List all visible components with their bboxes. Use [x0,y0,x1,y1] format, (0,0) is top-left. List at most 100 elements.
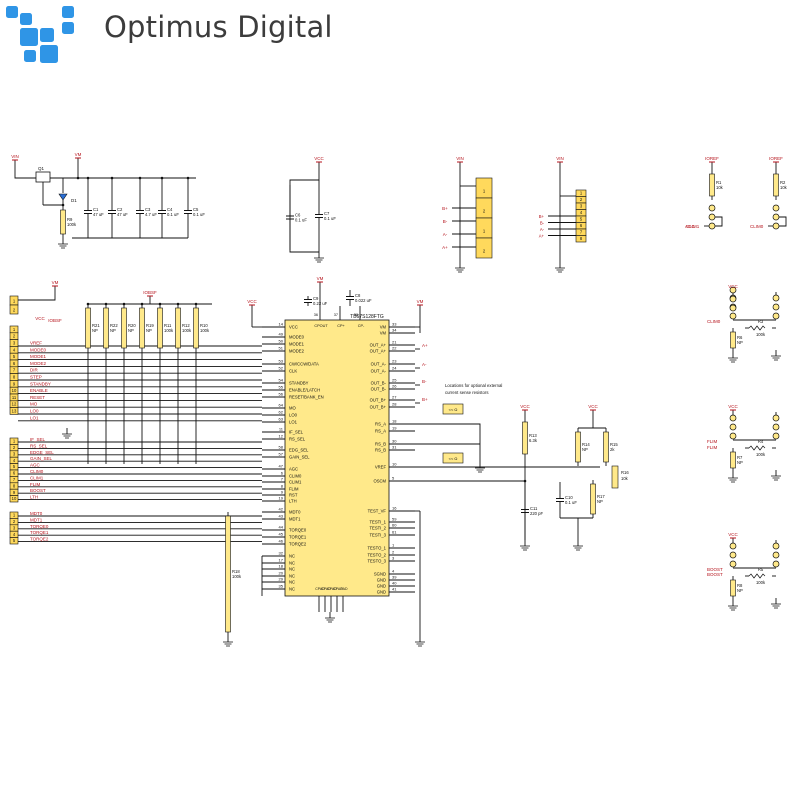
capacitor-value: 0.1 uF [193,212,205,217]
ic-pin-name: OUT_B- [371,387,387,392]
power-label: VCC [728,284,738,289]
ic-pin-name: RS_A [375,429,386,434]
ic-pin-number: 34 [392,328,397,333]
ic-pin-name: TORQE1 [289,535,307,540]
ic-pin-number: 23 [392,359,397,364]
resistor-value: 100k [200,328,210,333]
ground-symbol [520,545,530,551]
power-label: VCC [35,316,45,321]
control-net-label: STEP [30,375,42,380]
jumper-pad [729,312,737,320]
ic-pin-number: 2 [392,550,395,555]
wire [415,423,481,462]
capacitor [521,509,529,513]
resistor-ref: R11 [164,323,172,328]
junction-dot [523,479,527,483]
sense-pad [442,403,464,415]
pin-number: 6 [580,223,583,228]
connector-pin [575,235,587,243]
brand-logo: Optimus Digital [0,0,340,72]
ic-pin-number: 1 [392,543,395,548]
capacitor [556,498,564,502]
power-label: VM [75,152,82,157]
resistor-value: NP [597,499,603,504]
resistor-value: NP [582,447,588,452]
capacitor [136,210,144,214]
ic-pin-name: OUT_B+ [370,405,387,410]
jumper-pad [772,303,780,311]
output-net-label: A- [443,232,448,237]
pin-number: 10 [12,496,17,501]
resistor-ref: R2 [780,180,786,185]
jumper-pad [772,213,780,221]
output-net-label: B- [443,219,448,224]
ic-pin-name: CP+ [337,324,345,328]
ic-pin-name: SGND [374,572,386,577]
config-net-label: GAIN_SEL [30,456,53,461]
trimmer-ref: R16 [621,470,629,475]
ic-pin-name: IF_SEL [289,430,304,435]
capacitor-ref: C7 [324,211,330,216]
resistor-value: 10k [716,185,724,190]
power-label: VM [317,276,324,281]
ic-pin-name: MODE0 [289,335,305,340]
logo-square [62,6,74,18]
ic-pin-name: NC [289,561,295,566]
capacitor [158,210,166,214]
output-net-label: A- [540,227,545,232]
ic-pin-name: FLIM [289,487,299,492]
config-net-label: CLIM0 [30,469,44,474]
ic-pin-number: 18 [392,419,397,424]
ground-symbol [728,357,738,363]
pin-number: 11 [12,395,17,400]
capacitor [286,215,294,220]
ic-pin-number: 43 [279,514,284,519]
ic-body [284,319,390,597]
ic-pin-number: 5 [392,476,395,481]
resistor-ref: R5 [758,567,764,572]
ic-pin-name: TESTO_2 [367,553,386,558]
resistor [85,307,91,349]
connector-pin [9,495,19,503]
config-net-label: CLIM1 [30,475,44,480]
ic-pin-name: NC [289,574,295,579]
ground-symbol [455,267,465,273]
ic-pin-number: 58 [279,445,284,450]
ground-symbol [771,355,781,361]
torque-net-label: TORQE1 [30,530,49,535]
control-net-label: MODE1 [30,354,47,359]
jumper-pad [729,432,737,440]
logo-square [20,28,38,46]
capacitor-value: 0.1 uF [565,500,577,505]
ic-pin-number: 45 [279,532,284,537]
pin-number: 9 [13,381,16,386]
ic-pin-number: 44 [279,525,284,530]
pin-number: 5 [580,217,583,222]
pin-number: 4 [13,347,16,352]
jumper-net-label: CLIM0 [750,224,764,229]
power-label: VCC [314,156,324,161]
resistor-value: NP [110,328,116,333]
resistor-ref: R10 [200,323,208,328]
ic-pin-number: 53 [279,359,284,364]
pin-number: 5 [13,354,16,359]
ic-pin-name: CW/CCW/DATA [289,362,319,367]
ic-pin-number: 22 [392,346,397,351]
capacitor-value: 0.1 uF [295,218,307,223]
connector-pin [9,537,19,545]
ic-pin-name: GND [377,584,386,589]
ic-pin-name: OUT_A- [371,369,387,374]
jumper-pad [729,551,737,559]
ic-pin-name: TORQE2 [289,542,307,547]
ic-pin-name: RS_SEL [289,437,306,442]
pin-number: 1 [13,513,16,518]
resistor-ref: R19 [146,323,154,328]
pin-number: 2 [13,519,16,524]
ground-symbol [62,433,72,439]
ic-pin-name: OUT_A- [371,362,387,367]
ic-pin-number: 9 [281,490,284,495]
pad-label: << Ω [449,407,458,412]
capacitor-value: 0.22 uF [313,301,328,306]
control-net-label: MO [30,402,38,407]
junction-dot [76,176,80,180]
